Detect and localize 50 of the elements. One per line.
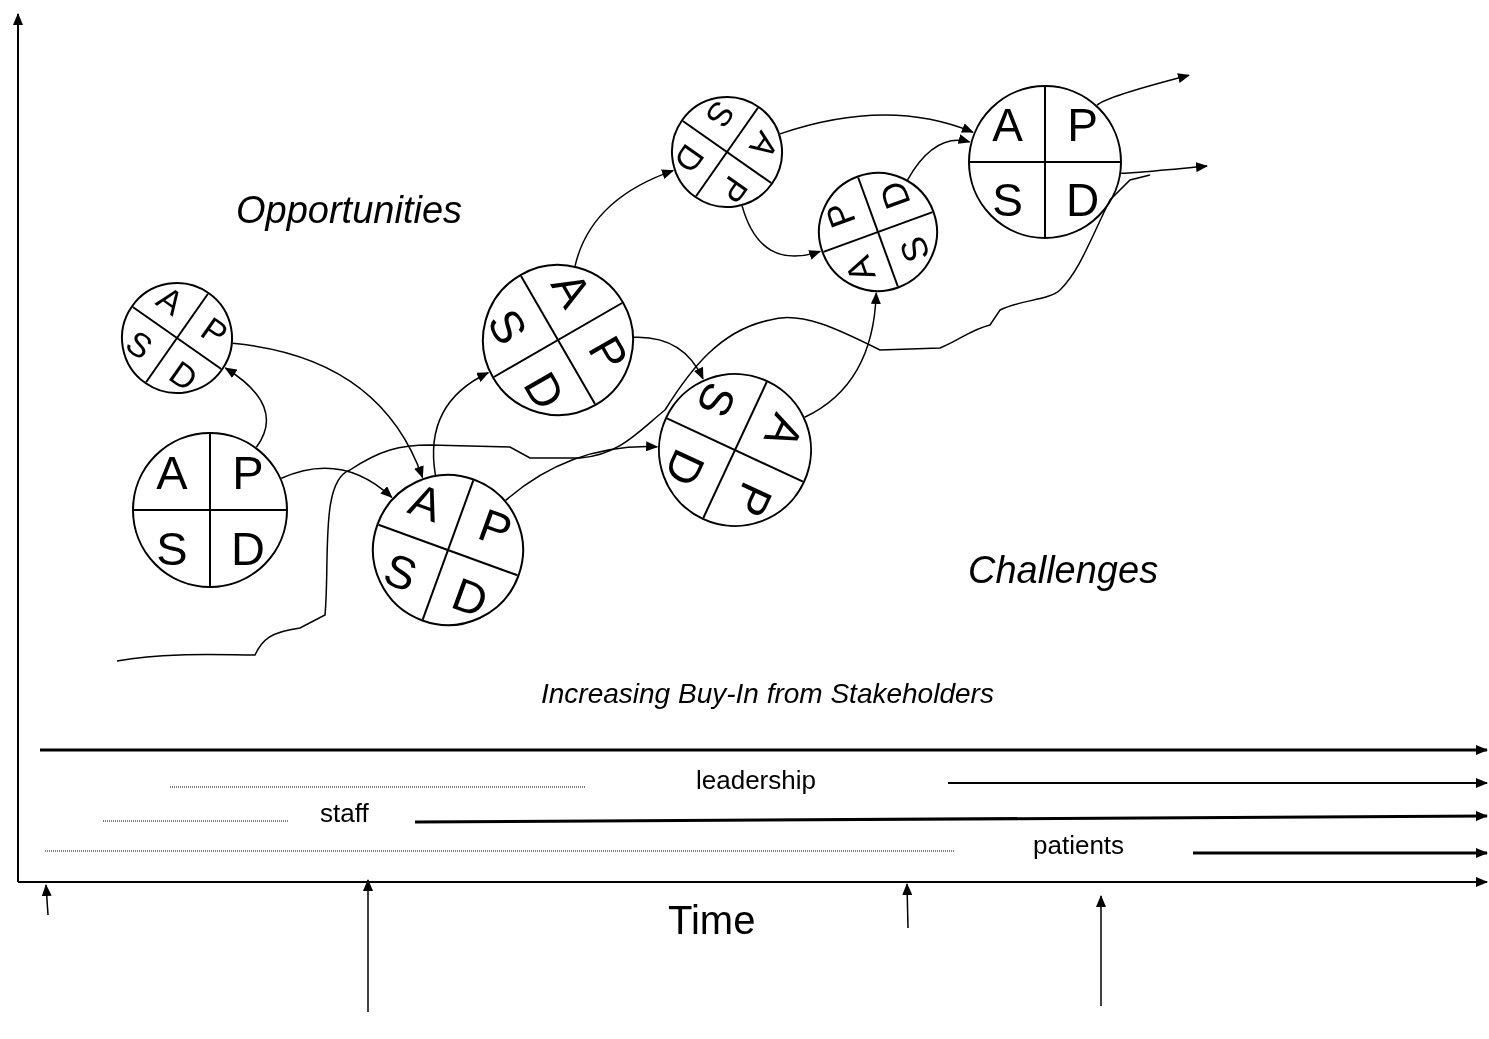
cycle-letter: D: [1064, 172, 1101, 228]
cycle-letter: D: [870, 174, 920, 217]
cycle-letter: A: [155, 444, 189, 501]
cycle-letter: A: [991, 97, 1024, 153]
arrow: [504, 441, 659, 502]
cycle-letter: D: [444, 566, 496, 630]
stakeholder-label: staff: [320, 799, 369, 828]
cycle-letter: D: [512, 362, 577, 420]
cycle-letter: A: [401, 471, 451, 535]
arrow: [224, 367, 268, 449]
region-label: Challenges: [968, 550, 1159, 592]
cycle-letter: S: [685, 374, 748, 428]
cycle-letter: P: [816, 195, 865, 236]
cycle-letter: D: [653, 441, 717, 497]
arrow: [231, 342, 424, 479]
arrow: [1096, 73, 1190, 107]
cycle-letter: P: [1066, 97, 1099, 153]
cycle-letter: P: [710, 168, 757, 212]
arrow: [779, 114, 974, 135]
arrow: [906, 134, 971, 181]
arrow: [633, 336, 704, 380]
cycle-letter: P: [231, 444, 265, 501]
arrow: [803, 292, 881, 418]
cycle-letter: S: [890, 230, 940, 270]
pdsa-cycle: [968, 85, 1122, 239]
arrow: [574, 169, 675, 267]
cycle-letter: P: [471, 497, 520, 560]
cycle-letter: S: [476, 299, 539, 355]
cycle-letter: P: [722, 473, 785, 527]
cycle-letter: D: [230, 520, 266, 577]
arrow: [741, 205, 822, 260]
cycle-letter: A: [835, 250, 885, 290]
cycle-letter: S: [697, 93, 744, 137]
region-label: Opportunities: [236, 190, 462, 232]
arrow: [432, 371, 490, 476]
cycle-letter: S: [376, 541, 425, 604]
cycle-letter: A: [540, 262, 603, 318]
pdsa-cycle: [132, 432, 288, 588]
stakeholder-label: leadership: [696, 766, 816, 795]
arrow: [1120, 162, 1208, 174]
cycle-letter: S: [155, 520, 189, 577]
cycle-letter: S: [991, 172, 1024, 228]
caption-text: Increasing Buy-In from Stakeholders: [541, 679, 994, 710]
cycle-letter: A: [753, 405, 816, 459]
cycle-letter: A: [741, 124, 788, 168]
axis-label: Time: [668, 898, 756, 942]
arrow: [280, 467, 393, 499]
cycle-letter: D: [665, 136, 713, 182]
cycle-letter: P: [577, 326, 640, 382]
stakeholder-label: patients: [1033, 831, 1125, 860]
